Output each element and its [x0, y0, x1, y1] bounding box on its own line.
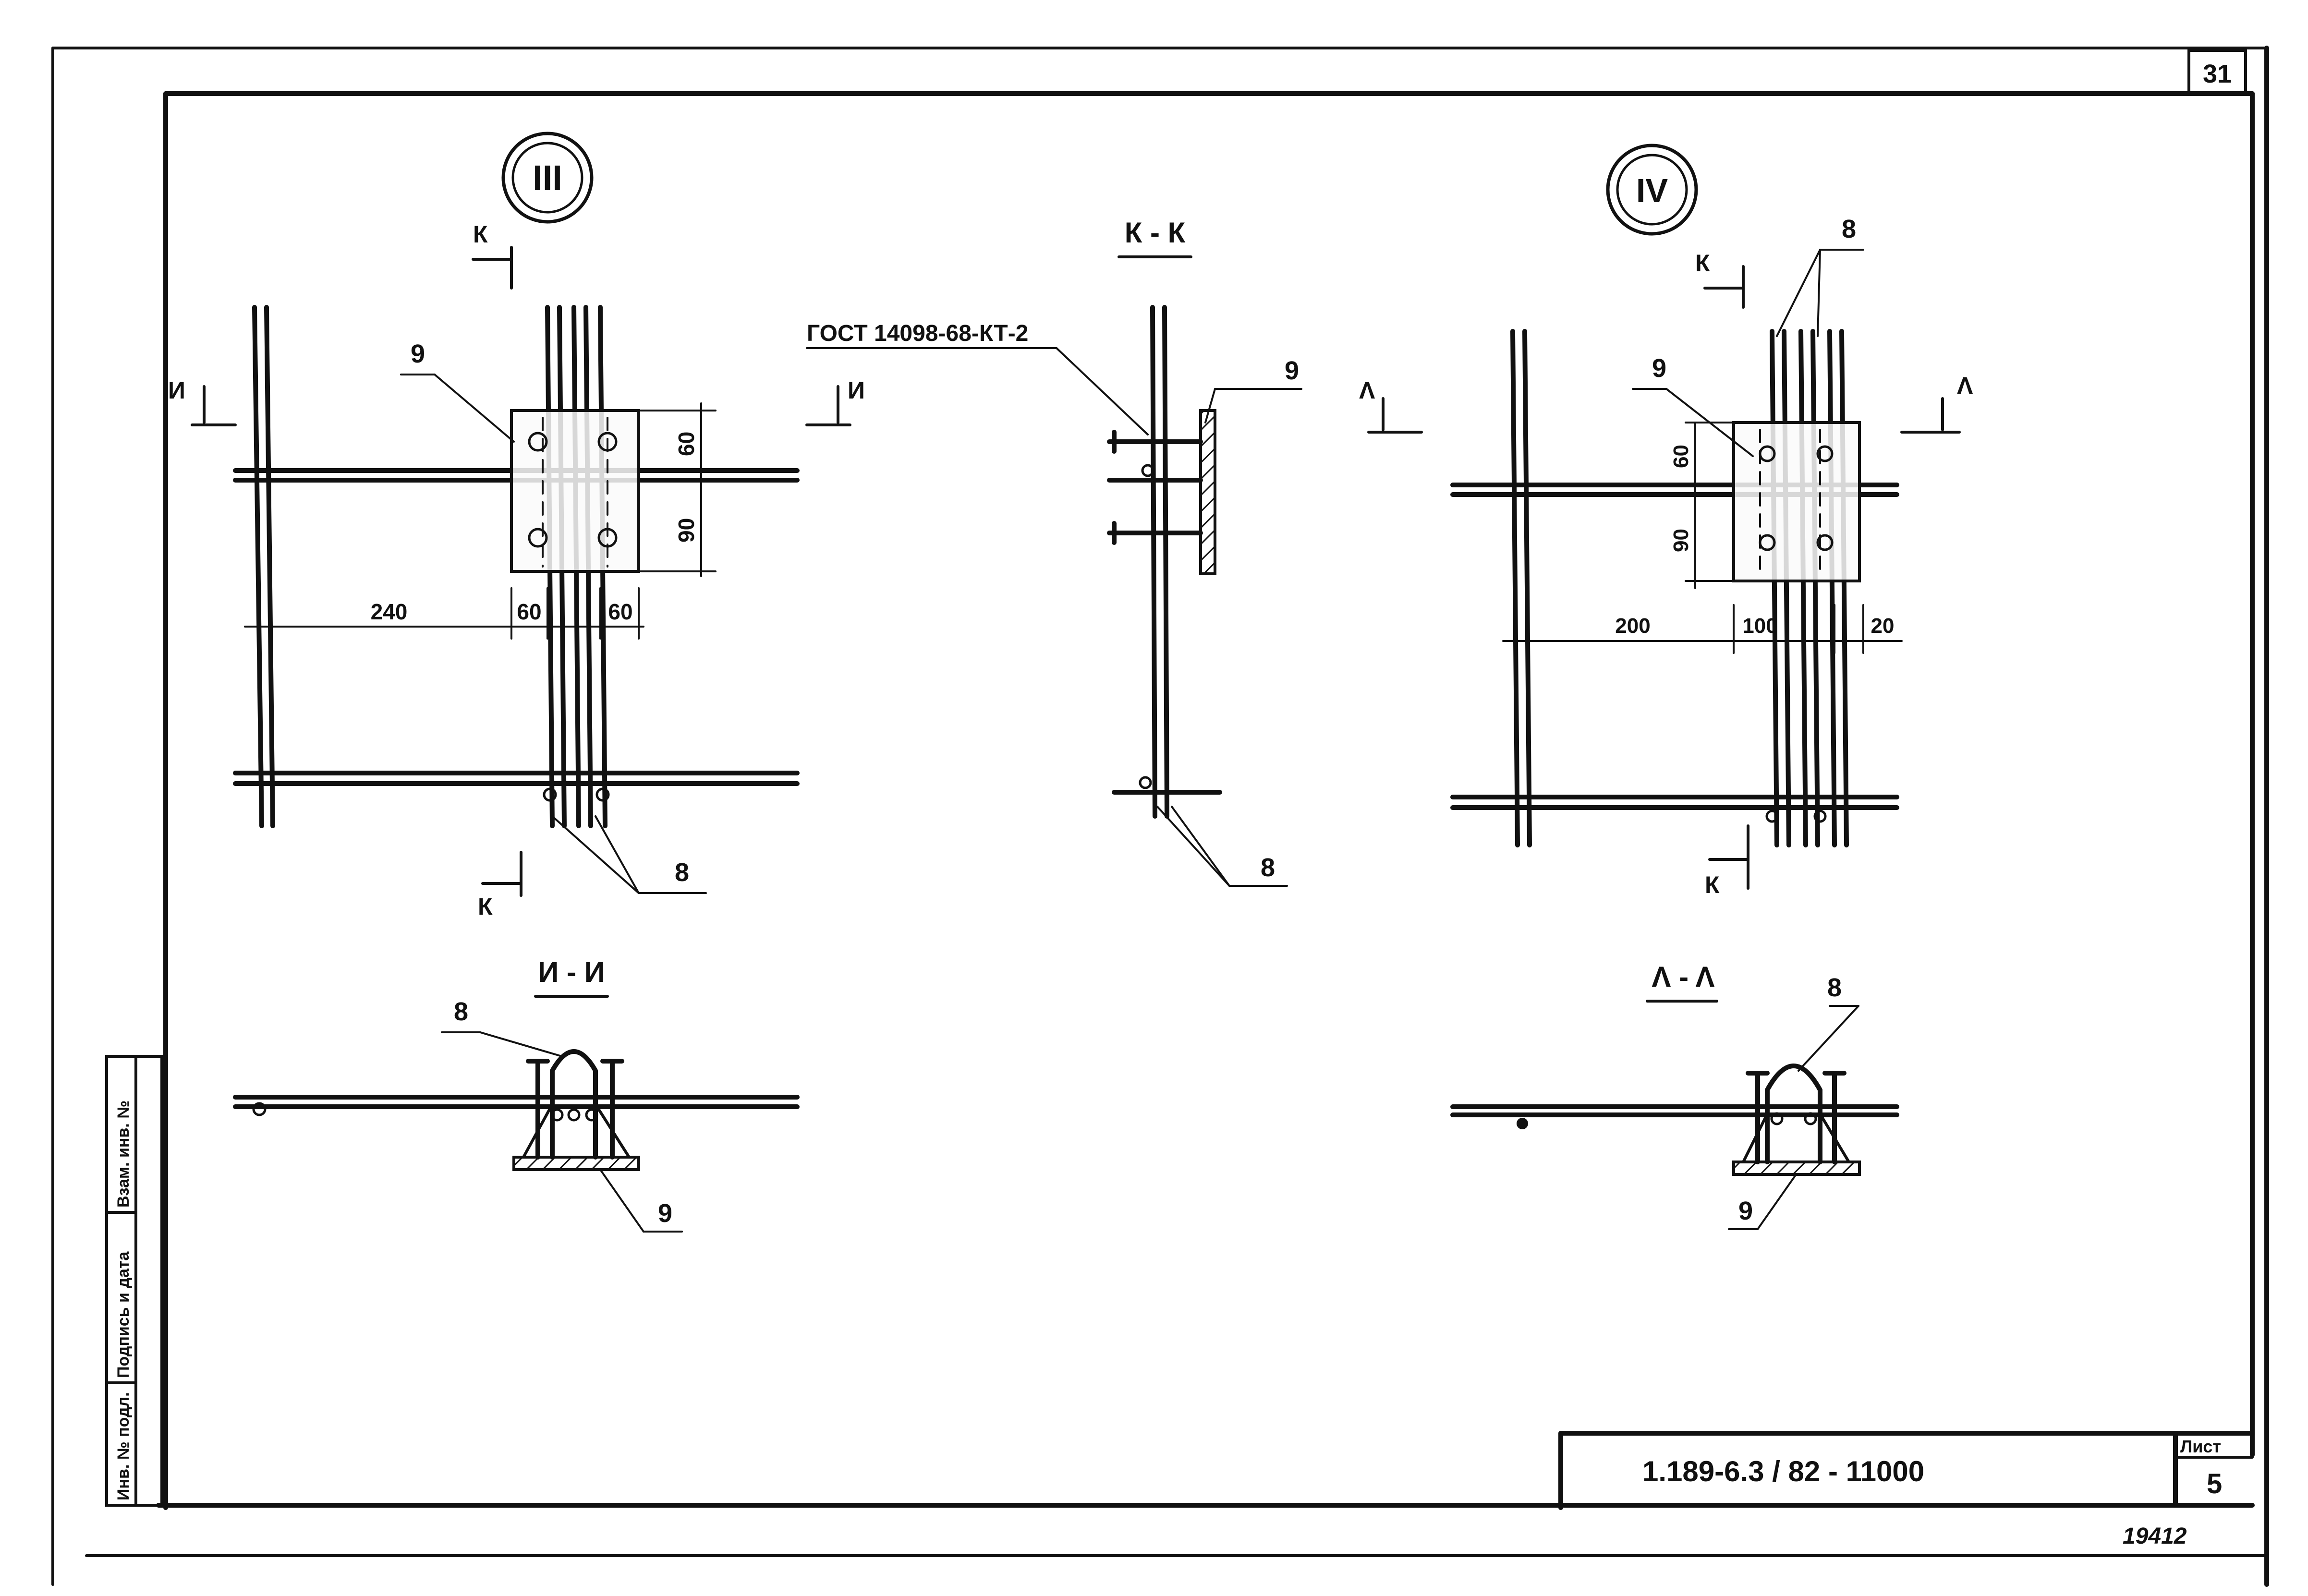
svg-text:К: К	[1695, 250, 1710, 277]
kk-title: К - К	[1125, 217, 1186, 249]
section-i-i: И - И 8 9	[233, 956, 800, 1233]
iii-dim-240: 240	[371, 599, 408, 624]
document-code: 1.189-6.3 / 82 - 11000	[1642, 1455, 1924, 1487]
archive-number: 19412	[2123, 1523, 2187, 1549]
iv-dim-60v: 60	[1669, 445, 1693, 468]
view-marker-iv: IV	[1606, 144, 1698, 236]
ii-title: И - И	[538, 956, 605, 988]
svg-text:К: К	[478, 893, 493, 920]
section-mark-k-top-iv: К	[1695, 250, 1745, 309]
inv-podl-label: Инв. № подл.	[114, 1392, 133, 1500]
svg-text:Λ: Λ	[1957, 372, 1973, 399]
iii-dim-60a: 60	[517, 599, 541, 624]
iii-dim-90v: 90	[674, 518, 699, 543]
iii-label-plate: 9	[411, 339, 425, 368]
view-k-k: К - К ГОСТ 14098-68-КТ-2 9 8	[806, 217, 1302, 887]
section-mark-i-right-iii: И	[805, 377, 865, 426]
side-stamp: Взам. инв. № Подпись и дата Инв. № подл.	[105, 1055, 163, 1507]
view-iv: IV 9 8 К	[1359, 144, 1973, 898]
kk-label-plate: 9	[1285, 356, 1299, 385]
ll-label-plate: 9	[1738, 1197, 1753, 1225]
iv-label-plate: 9	[1652, 354, 1666, 383]
podpis-data-label: Подпись и дата	[114, 1251, 133, 1378]
section-mark-k-top-iii: К	[472, 221, 513, 290]
ii-label-bars: 8	[454, 997, 468, 1026]
list-label: Лист	[2180, 1437, 2221, 1456]
section-mark-l-left-iv: Λ	[1359, 377, 1423, 434]
ll-label-bars: 8	[1827, 973, 1842, 1002]
iii-dim-60v: 60	[674, 432, 699, 456]
iv-dim-20: 20	[1871, 614, 1895, 638]
section-mark-k-bottom-iv: К	[1705, 824, 1749, 898]
sheet-number: 31	[2203, 60, 2232, 88]
marker-iv-text: IV	[1636, 172, 1668, 209]
iv-dim-100: 100	[1742, 614, 1777, 638]
section-mark-k-bottom-iii: К	[478, 851, 522, 920]
svg-text:И: И	[848, 377, 865, 404]
iv-dim-200: 200	[1615, 614, 1650, 638]
svg-text:К: К	[1705, 871, 1720, 898]
iv-label-bars: 8	[1842, 215, 1856, 243]
view-iii: III 9 8	[168, 132, 865, 920]
iv-dim-90v: 90	[1669, 529, 1693, 552]
view-marker-iii: III	[501, 132, 594, 224]
svg-text:И: И	[168, 377, 185, 404]
ll-title: Λ - Λ	[1652, 961, 1714, 993]
iii-dimensions: 240 60 60 60 90	[244, 402, 717, 640]
marker-iii-text: III	[533, 158, 562, 198]
section-l-l: Λ - Λ 8 9	[1450, 961, 1899, 1230]
svg-text:Λ: Λ	[1359, 377, 1375, 404]
section-mark-l-right-iv: Λ	[1900, 372, 1973, 434]
iii-dim-60b: 60	[608, 599, 632, 624]
sheet-number-box: 31	[2187, 49, 2247, 94]
kk-gost-note: ГОСТ 14098-68-КТ-2	[807, 321, 1028, 346]
svg-text:К: К	[473, 221, 488, 248]
ii-label-plate: 9	[658, 1199, 672, 1228]
kk-label-bars: 8	[1261, 853, 1275, 882]
section-mark-i-left-iii: И	[168, 377, 237, 426]
iv-dimensions: 200 100 20 60 90	[1502, 422, 1903, 654]
vzam-inv-label: Взам. инв. №	[114, 1100, 133, 1208]
title-block: 1.189-6.3 / 82 - 11000 Лист 5	[1558, 1431, 2255, 1510]
list-number: 5	[2207, 1468, 2222, 1499]
iii-label-bars: 8	[675, 858, 689, 887]
sheet-frame	[51, 46, 2269, 1587]
